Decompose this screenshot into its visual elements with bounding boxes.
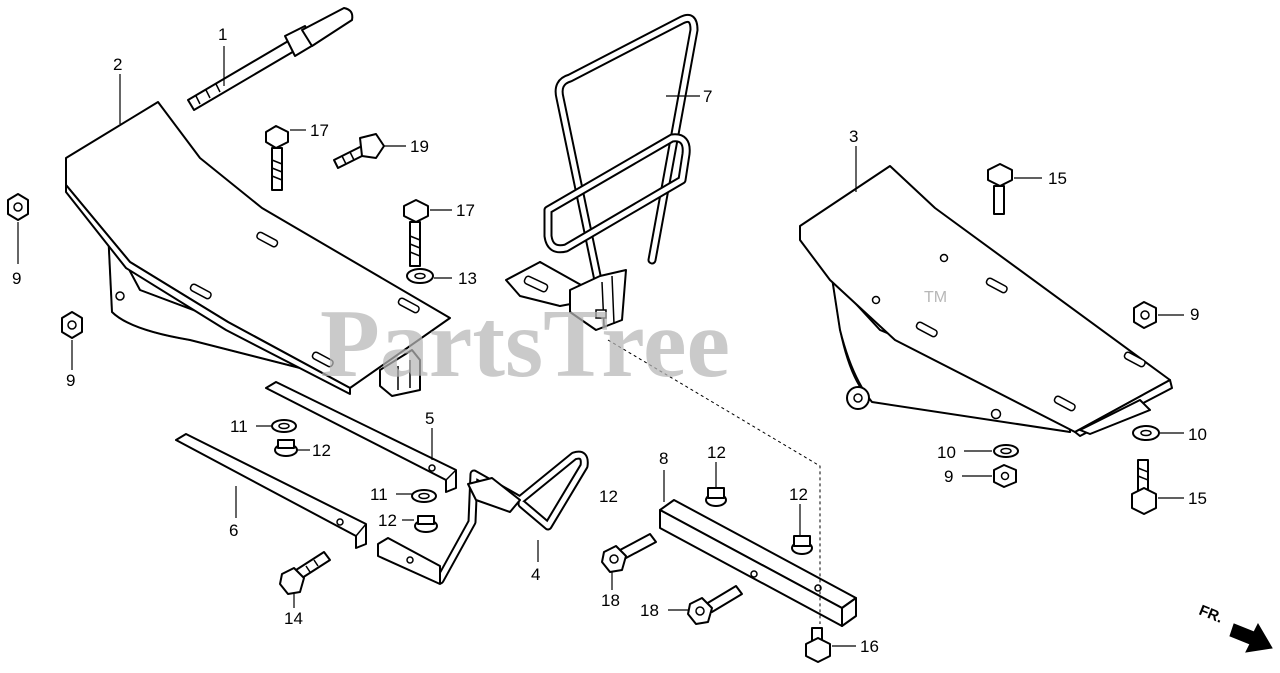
nut-9-right: [1133, 301, 1157, 329]
front-direction-indicator: FR.: [1197, 602, 1273, 653]
callout-16: 16: [860, 637, 879, 656]
nut-9-left-top: [7, 193, 29, 221]
callout-2: 2: [113, 55, 122, 74]
flange-nut-12-b: [414, 515, 438, 533]
callout-9-left-top: 9: [12, 269, 21, 288]
washer-10-center: [993, 444, 1019, 458]
front-arrow-icon: [1229, 622, 1273, 653]
bolt-18-lower: [687, 585, 743, 625]
callout-5: 5: [425, 409, 434, 428]
callout-17-lower: 17: [456, 201, 475, 220]
alignment-line: [607, 339, 821, 624]
front-label: FR.: [1197, 602, 1226, 627]
callout-12-c: 12: [707, 443, 726, 462]
bolt-15-upper: [987, 163, 1013, 215]
nut-9-left-bottom: [61, 311, 83, 339]
washer-11-lower: [411, 489, 437, 503]
callout-9-right-lower: 9: [944, 467, 953, 486]
nut-9-right-lower: [993, 464, 1017, 488]
washer-11-upper: [271, 419, 297, 433]
bolt-17-upper: [265, 125, 289, 191]
leader-lines: [17, 46, 1184, 647]
part-7-guard-frame: [505, 13, 699, 331]
washer-13: [406, 268, 434, 284]
flange-nut-12-a: [274, 439, 298, 457]
callout-9-right: 9: [1190, 305, 1199, 324]
callout-13: 13: [458, 269, 477, 288]
flange-nut-12-c: [705, 487, 727, 507]
callout-10-center: 10: [937, 443, 956, 462]
callout-1: 1: [218, 25, 227, 44]
callout-11-lower: 11: [370, 485, 388, 504]
flange-nut-12-d: [791, 535, 813, 555]
callout-19: 19: [410, 137, 429, 156]
part-1-long-bolt: [187, 7, 354, 111]
callout-18-lower: 18: [640, 601, 659, 620]
callout-8: 8: [659, 449, 668, 468]
part-5-strap: [265, 381, 457, 493]
part-3-bracket-plate: [799, 165, 1173, 437]
callout-6: 6: [229, 521, 238, 540]
bolt-15-lower: [1131, 459, 1157, 515]
part-2-bracket-plate: [65, 101, 451, 397]
callout-15-lower: 15: [1188, 489, 1207, 508]
part-8-square-bar: [659, 499, 857, 627]
bolt-16: [805, 627, 831, 663]
callout-14: 14: [284, 609, 303, 628]
bolt-18-upper: [601, 533, 657, 573]
callout-4: 4: [531, 565, 540, 584]
callouts: 1 2 3 4 5 6 7 8 9 9 9 9 10 10 11 11 12 1…: [12, 25, 1207, 656]
bolt-17-lower: [403, 199, 429, 267]
callout-9-left-bottom: 9: [66, 371, 75, 390]
callout-12-e: 12: [599, 487, 618, 506]
callout-7: 7: [703, 87, 712, 106]
callout-12-a: 12: [312, 441, 331, 460]
callout-11-upper: 11: [230, 417, 248, 436]
bolt-14: [279, 551, 331, 595]
callout-15-upper: 15: [1048, 169, 1067, 188]
washer-10-right: [1132, 425, 1160, 441]
callout-12-d: 12: [789, 485, 808, 504]
callout-17-upper: 17: [310, 121, 329, 140]
part-4-bent-handle: [377, 450, 589, 585]
part-6-strap: [175, 433, 367, 549]
watermark: PartsTree: [320, 290, 730, 398]
bolt-19: [333, 133, 385, 169]
callout-3: 3: [849, 127, 858, 146]
callout-10-right: 10: [1188, 425, 1207, 444]
watermark-trademark: TM: [924, 289, 947, 306]
callout-18-upper: 18: [601, 591, 620, 610]
callout-12-b: 12: [378, 511, 397, 530]
